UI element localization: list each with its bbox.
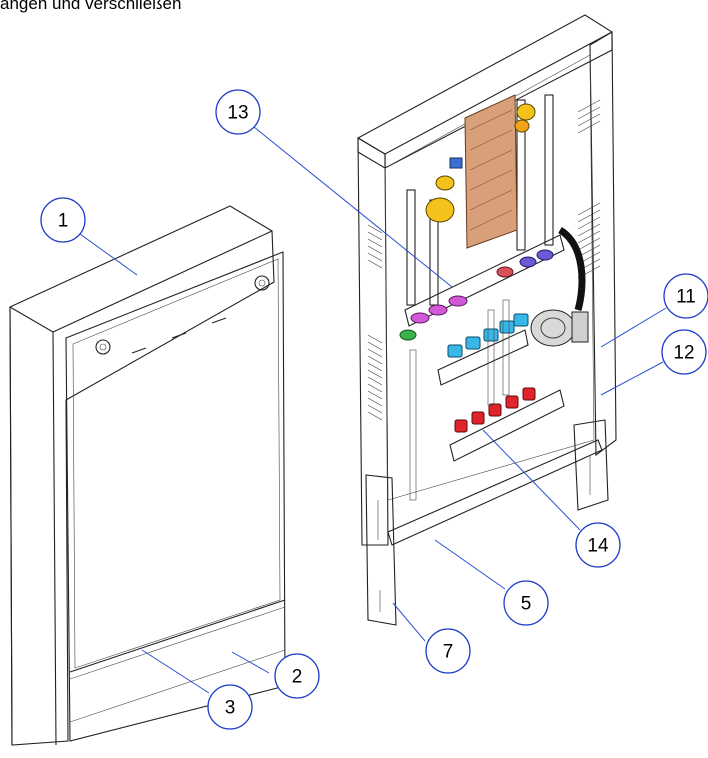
callout-1-label: 1 <box>58 211 69 232</box>
callout-7-label: 7 <box>443 642 454 663</box>
callout-3-label: 3 <box>225 698 236 719</box>
leader-lines <box>79 126 667 694</box>
callout-2: 2 <box>274 653 320 699</box>
callout-14: 14 <box>575 522 621 568</box>
callout-5: 5 <box>503 580 549 626</box>
distribution-station <box>399 94 589 501</box>
callout-14-label: 14 <box>587 536 609 557</box>
callout-12-label: 12 <box>673 343 694 364</box>
caption-text: angen und verschließen <box>0 0 182 13</box>
callout-13: 13 <box>215 89 261 135</box>
callout-1: 1 <box>40 197 86 243</box>
callout-11: 11 <box>663 273 708 319</box>
callout-7: 7 <box>425 628 471 674</box>
callout-3: 3 <box>207 684 253 730</box>
cover-door <box>9 205 286 746</box>
callout-11-label: 11 <box>676 287 696 308</box>
callout-2-label: 2 <box>292 667 303 688</box>
callout-13-label: 13 <box>227 103 248 124</box>
housing-frame <box>357 14 617 626</box>
callout-5-label: 5 <box>521 594 532 615</box>
callout-12: 12 <box>661 329 707 375</box>
